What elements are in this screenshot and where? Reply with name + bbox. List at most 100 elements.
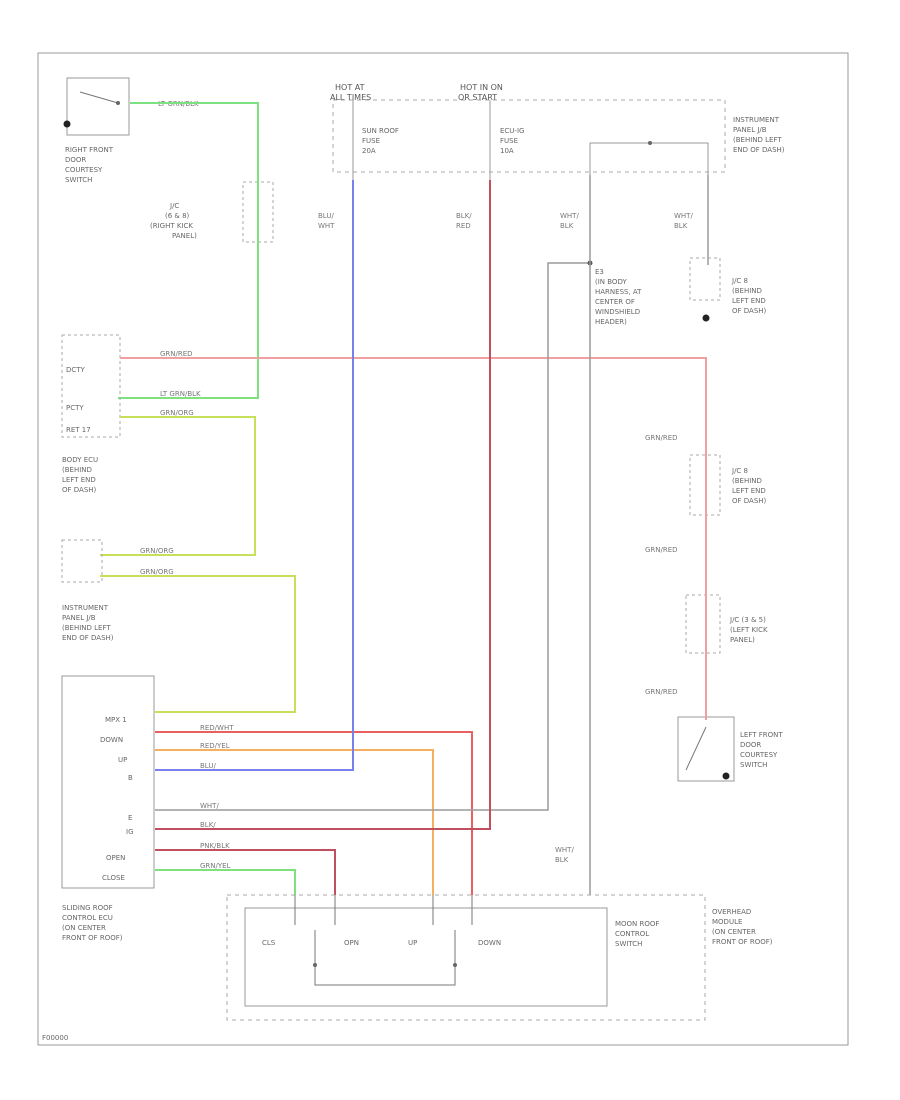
wire-blu-wht [155,180,354,771]
left-door-label-2: DOOR [740,741,761,749]
wire-label-grn-red-top: GRN/RED [160,350,193,358]
overhead-label-1: OVERHEAD [712,908,751,916]
hot-right-2: OR START [458,93,497,102]
overhead-label-3: (ON CENTER [712,928,756,936]
overhead-label-4: FRONT OF ROOF) [712,938,773,946]
switch-pin-up: UP [408,939,417,947]
splice-label-4: CENTER OF [595,298,635,306]
wire-red-wht [155,731,473,895]
wire-grn-org-b [100,575,296,713]
wire-label-red-yel: RED/YEL [200,742,230,750]
jc-lower-box [685,594,721,654]
splice-label-5: WINDSHIELD [595,308,640,316]
ip-jb-top-3: (BEHIND LEFT [733,136,782,144]
wire-label-grn-org-c: GRN/ORG [140,568,174,576]
wire-label-grn-red-a: GRN/RED [645,434,678,442]
right-door-label-1: RIGHT FRONT [65,146,114,154]
left-door-label-4: SWITCH [740,761,767,769]
wire-grn-org-a [100,416,256,556]
jc-upper-ground-icon [702,314,710,322]
switch-common [314,930,456,986]
wire-label-grn-org-b: GRN/ORG [140,547,174,555]
sliding-ecu-pin-ig: IG [126,828,134,836]
right-door-label-3: COURTESY [65,166,103,174]
hot-left-1: HOT AT [335,83,365,92]
wire-pnk-blk [155,849,336,895]
wire-label-grn-yel: GRN/YEL [200,862,231,870]
wire-label-blk-red-2: RED [456,222,471,230]
wire-label-red-wht: RED/WHT [200,724,234,732]
wire-label-wht-blk-low-2: BLK [555,856,569,864]
wire-label-pnk-blk: PNK/BLK [200,842,230,850]
wire-label-blk-red-1: BLK/ [456,212,472,220]
body-ecu-label-1: BODY ECU [62,456,98,464]
body-ecu-label-2: (BEHIND [62,466,92,474]
wire-red-yel [155,749,434,895]
sliding-ecu-pin-up: UP [118,756,127,764]
fuse-box-outline [332,99,726,173]
jc-upper-label-2: (BEHIND [732,287,762,295]
jb-bus [589,142,709,175]
ip-jb-left-label-3: (BEHIND LEFT [62,624,111,632]
splice-label-1: E3 [595,268,604,276]
wire-label-grn-red-c: GRN/RED [645,688,678,696]
jc-middle-label-2: (BEHIND [732,477,762,485]
left-door-label-1: LEFT FRONT [740,731,783,739]
right-door-switch-box [66,77,130,136]
jc-right-label-2: (6 & 8) [165,212,190,220]
jc-middle-label-3: LEFT END [732,487,766,495]
jc-lower-label-2: (LEFT KICK [730,626,768,634]
body-ecu-label-3: LEFT END [62,476,96,484]
wire-label-blk-red-ecu: BLK/ [200,821,216,829]
ip-jb-left-box [61,539,103,583]
body-ecu-label-4: OF DASH) [62,486,97,494]
body-ecu-box [61,334,121,438]
jc-upper-label-1: J/C 8 [731,277,748,285]
sliding-ecu-label-3: (ON CENTER [62,924,106,932]
body-ecu-pin-ret: RET 17 [66,426,91,434]
left-door-switch-arm [685,726,707,771]
sliding-ecu-label-1: SLIDING ROOF [62,904,113,912]
wire-label-wht-blk-low-1: WHT/ [555,846,574,854]
right-door-ground-icon [63,120,71,128]
ip-jb-left-label-1: INSTRUMENT [62,604,109,612]
left-door-switch-box [677,716,735,782]
jc-middle-label-1: J/C 8 [731,467,748,475]
right-door-switch-arm [79,91,119,104]
sliding-ecu-pin-e: E [128,814,132,822]
diagram-frame [37,52,849,1046]
wire-label-blu-wht-2: WHT [318,222,335,230]
moonroof-switch-label-1: MOON ROOF [615,920,659,928]
jc-right-label-1: J/C [169,202,179,210]
switch-node-b [453,963,457,967]
wire-label-grn-red-b: GRN/RED [645,546,678,554]
jc-lower-label-3: PANEL) [730,636,755,644]
wire-grn-red [120,357,707,720]
sliding-ecu-pin-close: CLOSE [102,874,125,882]
ecu-fuse-2: FUSE [500,137,518,145]
body-ecu-pin-pcty: PCTY [66,404,84,412]
splice-label-6: HEADER) [595,318,627,326]
sunroof-fuse-1: SUN ROOF [362,127,399,135]
wire-label-wht-blk-b1: WHT/ [674,212,693,220]
moonroof-switch-label-2: CONTROL [615,930,649,938]
splice-label-2: (IN BODY [595,278,627,286]
wire-label-wht-blk-b2: BLK [674,222,688,230]
jc-upper-label-3: LEFT END [732,297,766,305]
jc-upper-label-4: OF DASH) [732,307,767,315]
jc-right-label-3: (RIGHT KICK [150,222,193,230]
sunroof-fuse-2: FUSE [362,137,380,145]
jc-middle-label-4: OF DASH) [732,497,767,505]
wire-label-blu-wht-1: BLU/ [318,212,334,220]
body-ecu-pin-dcty: DCTY [66,366,86,374]
ip-jb-top-4: END OF DASH) [733,146,785,154]
sunroof-fuse-3: 20A [362,147,376,155]
sliding-ecu-pin-mpx: MPX 1 [105,716,127,724]
moonroof-switch-box [244,907,608,1007]
switch-pin-down: DOWN [478,939,501,947]
wire-grn-yel [155,869,296,895]
right-door-label-4: SWITCH [65,176,92,184]
ip-jb-top-1: INSTRUMENT [733,116,780,124]
wire-label-lt-grn-blk-bottom: LT GRN/BLK [160,390,201,398]
